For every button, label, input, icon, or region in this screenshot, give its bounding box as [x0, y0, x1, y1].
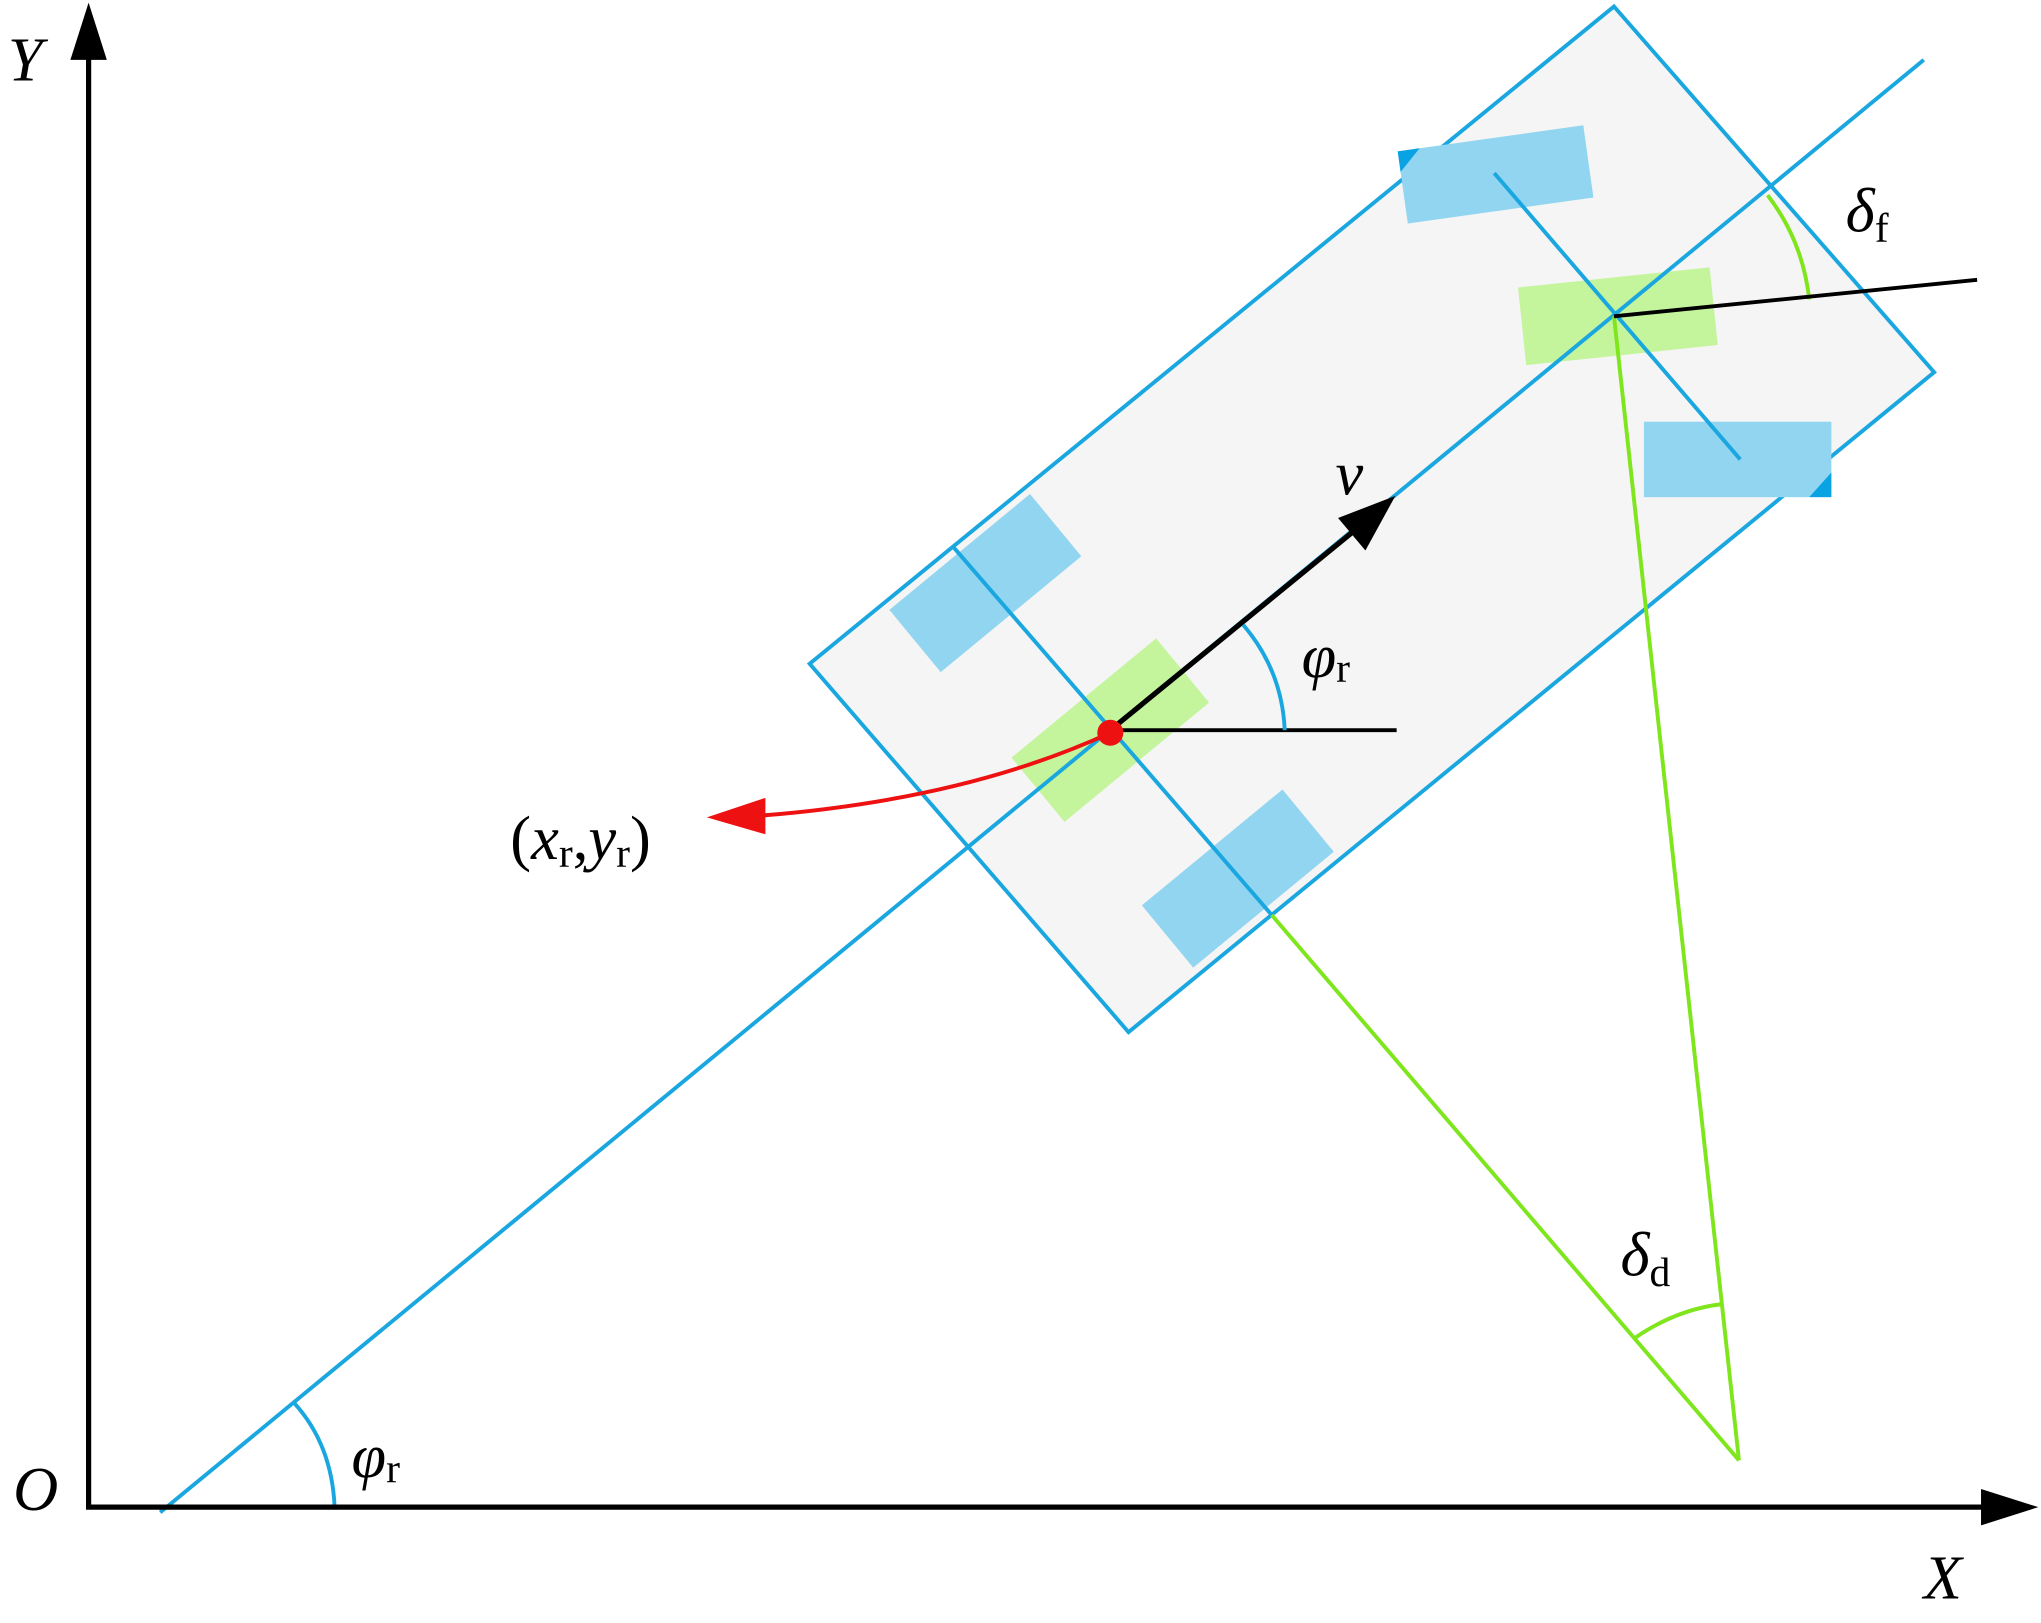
- heading-label-origin: φr: [352, 1421, 401, 1492]
- y-axis-label: Y: [8, 25, 49, 95]
- rear-axle-center-point: [1097, 719, 1124, 746]
- vehicle-centerline: [158, 58, 1925, 1514]
- rear-point-label: (xr,yr): [510, 803, 650, 877]
- rear-point-arrowhead: [706, 797, 766, 835]
- delta-f-arc: [1766, 194, 1812, 300]
- y-axis-arrowhead: [70, 2, 107, 60]
- delta-f-label: δf: [1846, 176, 1889, 252]
- rear-perpendicular-line: [1270, 913, 1741, 1462]
- velocity-label: v: [1335, 439, 1363, 509]
- heading-arc-origin: [292, 1401, 337, 1508]
- front-perpendicular-line: [1612, 316, 1741, 1461]
- front-right-wheel: [1643, 421, 1832, 498]
- velocity-vector: [1108, 523, 1362, 733]
- heading-label-vehicle: φr: [1302, 621, 1351, 692]
- rear-point-pointer: [754, 730, 1112, 819]
- x-axis-label: X: [1921, 1542, 1965, 1612]
- front-wheel-direction-line: [1613, 277, 1978, 319]
- origin-label: O: [13, 1454, 58, 1524]
- delta-d-arc: [1633, 1302, 1723, 1340]
- x-axis-arrowhead: [1981, 1488, 2039, 1526]
- delta-d-label: δd: [1621, 1219, 1671, 1295]
- heading-arc-vehicle: [1241, 623, 1287, 731]
- velocity-arrowhead: [1338, 495, 1396, 551]
